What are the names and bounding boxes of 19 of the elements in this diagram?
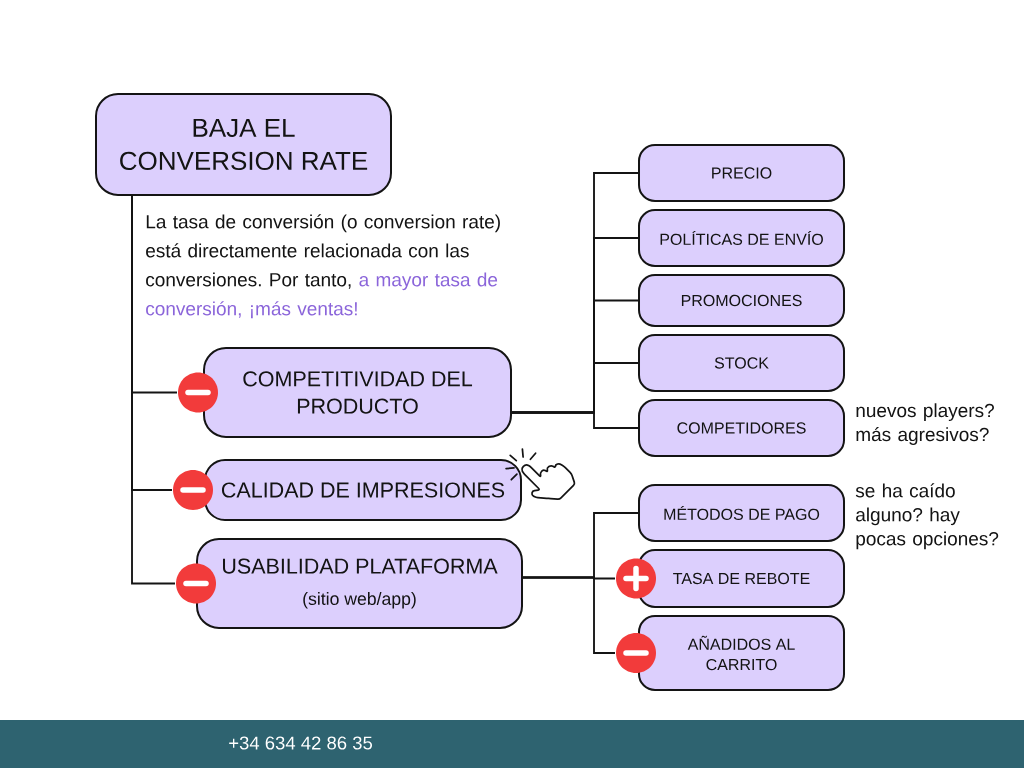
connector-line: [511, 411, 639, 429]
branch-box: CALIDAD DE IMPRESIONES: [204, 459, 522, 521]
side-note: nuevos players? más agresivos?: [856, 403, 994, 445]
leaf-box: AÑADIDOS AL CARRITO: [638, 615, 845, 691]
leaf-box: TASA DE REBOTE: [638, 549, 845, 608]
leaf-box: MÉTODOS DE PAGO: [638, 484, 845, 542]
description-text: La tasa de conversión (o conversion rate) está directamente relacionada con las conversiones. Por tanto, a mayor tasa de conversión, ¡más ventas!: [146, 214, 500, 319]
branch-box: USABILIDAD PLATAFORMA (sitio web/app): [196, 538, 523, 629]
leaf-box: COMPETIDORES: [638, 399, 845, 457]
connector-line: [522, 576, 616, 654]
leaf-box: STOCK: [638, 334, 845, 392]
phone-number: +34 634 42 86 35: [229, 736, 373, 750]
leaf-box: PROMOCIONES: [638, 274, 845, 327]
branch-box: COMPETITIVIDAD DEL PRODUCTO: [203, 347, 512, 438]
leaf-box: PRECIO: [638, 144, 845, 202]
connector-line: [131, 195, 176, 585]
topic-box: BAJA EL CONVERSION RATE: [95, 93, 392, 196]
leaf-box: POLÍTICAS DE ENVÍO: [638, 209, 845, 267]
side-note: se ha caído alguno? hay pocas opciones?: [855, 483, 999, 550]
